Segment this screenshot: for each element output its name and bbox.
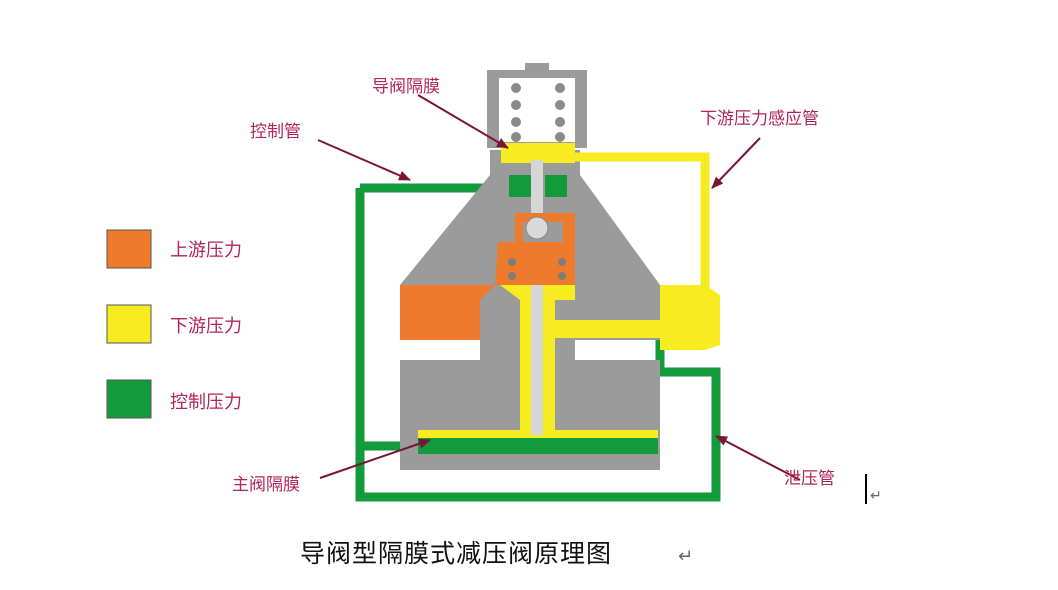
legend-label-control: 控制压力 — [170, 392, 242, 413]
label-downstream-sensing-pipe: 下游压力感应管 — [700, 109, 819, 129]
pilot-diaphragm-chamber — [501, 151, 575, 163]
main-diaphragm — [418, 438, 658, 454]
side-return-mark: ↵ — [870, 488, 882, 504]
legend-swatch-upstream — [106, 229, 152, 269]
diagram-caption: 导阀型隔膜式减压阀原理图 — [300, 539, 612, 568]
control-pipe-arrow — [317, 139, 411, 181]
label-pilot-diaphragm: 导阀隔膜 — [372, 77, 440, 97]
sensing-pipe-arrow — [711, 137, 761, 189]
relief-pipe-arrow — [715, 435, 801, 481]
pilot-ball — [525, 216, 549, 240]
upstream-region — [400, 213, 575, 340]
legend-swatch-downstream — [106, 304, 152, 344]
label-main-diaphragm: 主阀隔膜 — [232, 475, 300, 495]
pilot-diaphragm-arrow — [417, 94, 509, 149]
pilot-control-chamber-right — [545, 175, 567, 197]
label-control-pipe: 控制管 — [250, 122, 301, 142]
legend-swatch-control — [106, 379, 152, 419]
pilot-control-chamber-left — [509, 175, 531, 197]
legend: 上游压力 下游压力 控制压力 — [106, 229, 242, 419]
pilot-stem — [531, 160, 543, 220]
pilot-diaphragm — [501, 143, 575, 151]
label-relief-pipe: 泄压管 — [784, 469, 835, 489]
caption-return-mark: ↵ — [678, 546, 693, 567]
legend-label-upstream: 上游压力 — [170, 240, 242, 261]
callout-lines — [317, 94, 801, 481]
pilot-spring — [511, 83, 565, 142]
main-diaphragm-arrow — [319, 438, 431, 479]
downstream-sensing-pipe — [575, 152, 710, 290]
legend-label-downstream: 下游压力 — [170, 316, 242, 337]
main-stem — [531, 285, 543, 435]
main-spring — [508, 258, 566, 280]
